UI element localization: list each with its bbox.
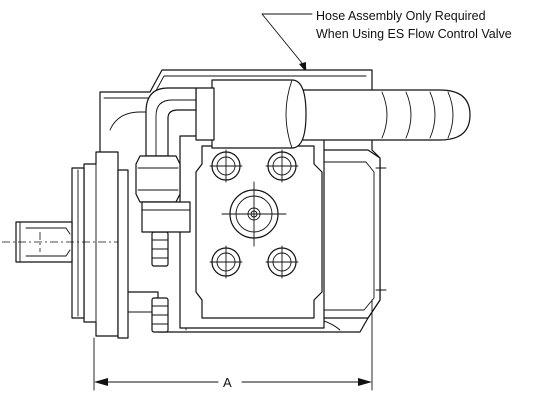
port-bottom-left xyxy=(209,245,243,279)
callout-line-1: Hose Assembly Only Required xyxy=(316,9,486,23)
callout-line-2: When Using ES Flow Control Valve xyxy=(316,27,512,41)
mounting-flange xyxy=(71,151,129,339)
valve-block xyxy=(179,135,325,329)
port-top-right xyxy=(265,149,299,183)
port-bottom-right xyxy=(265,245,299,279)
port-center xyxy=(221,181,287,247)
hose-assembly xyxy=(135,79,471,233)
callout-leader xyxy=(261,13,313,72)
drive-shaft xyxy=(2,221,118,263)
dimension-a: A xyxy=(93,299,373,391)
dimension-a-label: A xyxy=(223,375,232,390)
side-bolts xyxy=(151,231,169,333)
port-top-left xyxy=(209,149,243,183)
